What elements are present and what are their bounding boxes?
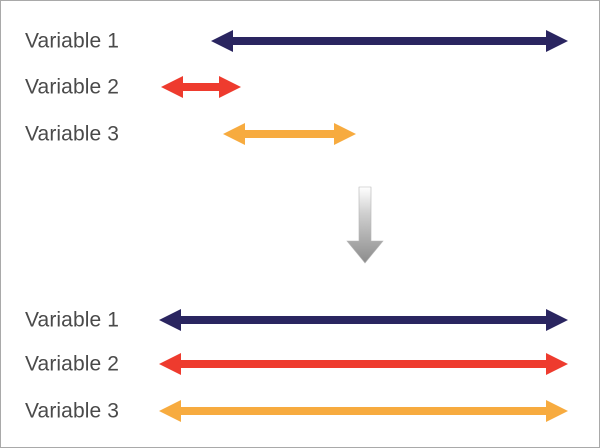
- before-row-3: Variable 3: [1, 111, 599, 157]
- after-row-3: Variable 3: [1, 388, 599, 434]
- before-row-1: Variable 1: [1, 18, 599, 64]
- after-row-2-label: Variable 2: [25, 352, 120, 376]
- after-row-1-label: Variable 1: [25, 308, 120, 332]
- after-row-2: Variable 2: [1, 341, 599, 387]
- after-row-3-label: Variable 3: [25, 399, 120, 423]
- before-group: Variable 1 Variable 2 Variable 3: [1, 1, 599, 171]
- before-row-3-label: Variable 3: [25, 122, 120, 146]
- transition-zone: [1, 171, 599, 293]
- after-group: Variable 1 Variable 2 Variable 3: [1, 293, 599, 447]
- down-arrow-icon: [346, 186, 384, 264]
- after-row-1: Variable 1: [1, 297, 599, 343]
- before-row-1-label: Variable 1: [25, 29, 120, 53]
- before-row-2: Variable 2: [1, 64, 599, 110]
- before-row-2-label: Variable 2: [25, 75, 120, 99]
